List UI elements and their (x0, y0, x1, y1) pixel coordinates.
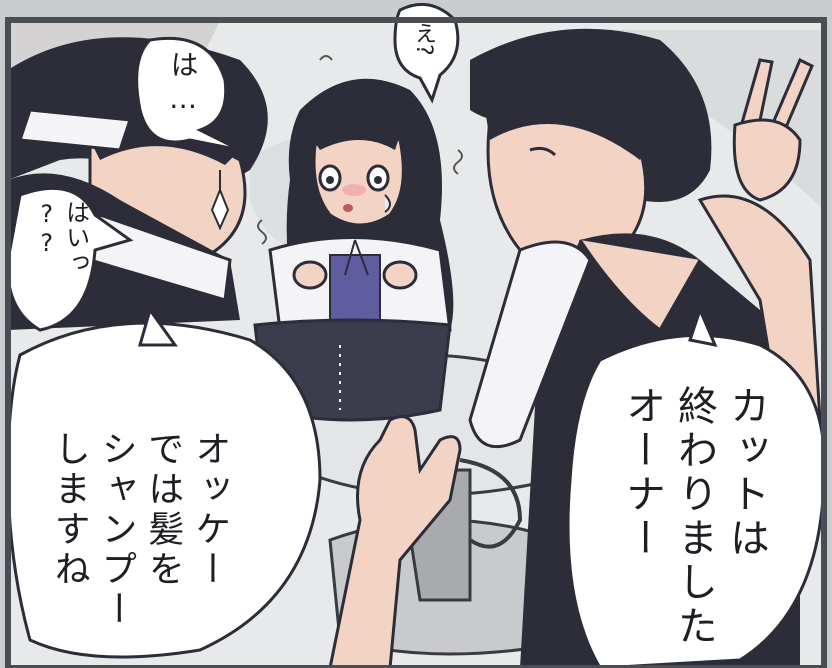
girl-mouth (343, 204, 353, 212)
reaching-hand (328, 415, 462, 668)
girl-hand-left (292, 260, 328, 290)
girl-hand-right (382, 260, 418, 290)
girl-bangs (300, 107, 405, 150)
chair-lever (459, 458, 523, 549)
towel (468, 240, 592, 449)
blouse-ribbon (344, 239, 369, 276)
bubble-top-center (393, 2, 460, 104)
bubble-left-middle (6, 186, 134, 332)
panel-border (5, 17, 827, 668)
right-man-neck (578, 239, 702, 333)
bubble-top-left (135, 36, 241, 152)
girl-camisole (329, 254, 381, 321)
bubble-bottom-right (566, 333, 826, 668)
tremble-line-top (319, 55, 333, 61)
right-man-arm (697, 194, 822, 422)
left-man-collar (17, 108, 133, 152)
earring (210, 187, 230, 231)
peace-hand (732, 118, 802, 202)
speech-top-left: は… (166, 50, 200, 119)
speech-bottom-left: オッケー では髪を シャンプー しますね (48, 430, 231, 630)
tremble-line-left (257, 219, 267, 245)
speech-bottom-right: カットは 終わりました オーナー (619, 385, 769, 649)
right-man-eye (529, 146, 557, 157)
speech-top-center: え? (411, 22, 436, 56)
speech-left-middle: はいっ ?? (32, 200, 90, 275)
sweat-drop (384, 194, 391, 213)
tremble-line-right (453, 149, 463, 175)
girl-blush (342, 184, 366, 196)
